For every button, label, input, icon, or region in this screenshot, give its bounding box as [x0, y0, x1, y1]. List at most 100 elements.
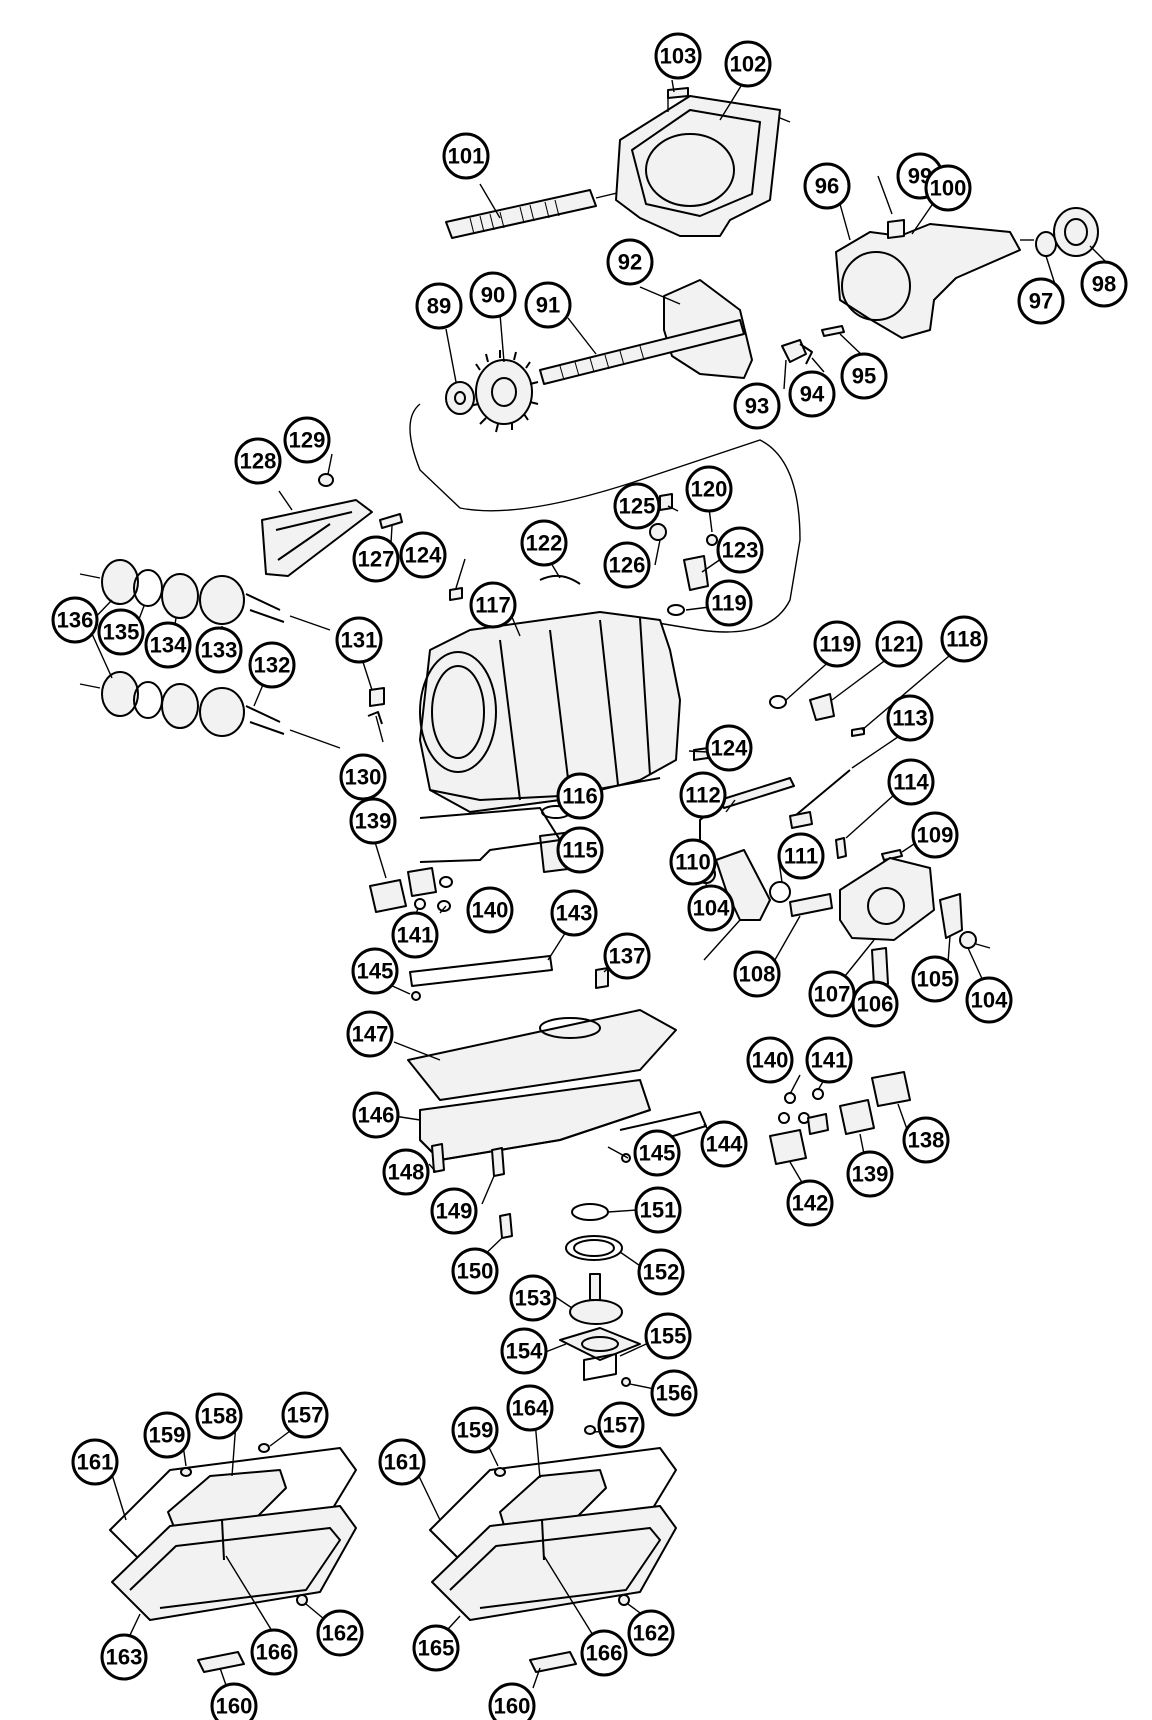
callout-label: 108	[739, 962, 776, 987]
callout-label: 111	[784, 844, 818, 869]
callout-label: 150	[457, 1259, 494, 1284]
seal-98	[1053, 207, 1099, 257]
callout-circle	[940, 615, 988, 663]
callout-circle	[195, 1392, 243, 1440]
callout-120: 120	[685, 465, 733, 513]
callout-label: 166	[256, 1640, 293, 1665]
callout-134: 134	[144, 621, 192, 669]
bracket-144	[619, 1111, 707, 1141]
callout-129: 129	[283, 416, 331, 464]
callout-label: 117	[475, 593, 511, 618]
callout-label: 161	[384, 1450, 421, 1475]
callout-166: 166	[580, 1629, 628, 1677]
callout-circle	[777, 832, 825, 880]
callout-circle	[805, 1036, 853, 1084]
sensor-93	[781, 339, 807, 363]
callout-circle	[875, 620, 923, 668]
lever-105	[939, 893, 963, 939]
pan-163-left	[111, 1505, 357, 1621]
plug-137	[595, 967, 609, 989]
callout-circle	[469, 271, 517, 319]
callout-135: 135	[97, 608, 145, 656]
pin-131	[369, 687, 385, 707]
bolt-103	[667, 87, 689, 99]
callout-circle	[352, 1091, 400, 1139]
callout-label: 139	[355, 809, 392, 834]
callout-circle	[603, 932, 651, 980]
magnet-160-left	[197, 1651, 245, 1673]
callout-label: 128	[240, 449, 277, 474]
callout-circle	[281, 1391, 329, 1439]
callout-90: 90	[469, 271, 517, 319]
callout-label: 125	[619, 494, 656, 519]
callout-circle	[500, 1327, 548, 1375]
callout-102: 102	[724, 40, 772, 88]
callout-117: 117	[469, 581, 517, 629]
callout-circle	[550, 889, 598, 937]
solenoid-142	[769, 1129, 807, 1165]
spring-130	[367, 711, 383, 725]
callout-circle	[351, 947, 399, 995]
callout-109: 109	[911, 811, 959, 859]
callout-163: 163	[100, 1633, 148, 1681]
callout-label: 160	[216, 1694, 253, 1719]
callout-148: 148	[382, 1148, 430, 1196]
plug-162-right	[618, 1594, 630, 1606]
callout-157: 157	[597, 1401, 645, 1449]
seal-151	[571, 1203, 609, 1221]
callout-113: 113	[886, 694, 934, 742]
callout-137: 137	[603, 932, 651, 980]
callout-circle	[669, 838, 717, 886]
clip-157-left	[258, 1443, 270, 1453]
output-shaft-101	[445, 177, 681, 239]
callout-circle	[391, 911, 439, 959]
callout-circle	[606, 238, 654, 286]
callout-166: 166	[250, 1628, 298, 1676]
callout-circle	[1017, 277, 1065, 325]
callout-label: 109	[917, 823, 954, 848]
bracket-143	[409, 955, 553, 987]
plug-124a	[449, 587, 463, 601]
callout-152: 152	[637, 1248, 685, 1296]
callout-circle	[902, 1116, 950, 1164]
callout-142: 142	[786, 1179, 834, 1227]
callout-label: 157	[287, 1403, 324, 1428]
pin-94	[799, 343, 813, 365]
callout-label: 104	[693, 896, 730, 921]
callout-95: 95	[840, 352, 888, 400]
callout-label: 154	[506, 1339, 543, 1364]
callout-circle	[415, 282, 463, 330]
shaft-108	[789, 893, 833, 917]
ring-135a	[133, 569, 163, 607]
callout-123: 123	[716, 526, 764, 574]
callout-circle	[509, 1274, 557, 1322]
callout-label: 123	[722, 538, 759, 563]
callout-146: 146	[352, 1091, 400, 1139]
callout-108: 108	[733, 950, 781, 998]
callout-122: 122	[520, 519, 568, 567]
pan-165-right	[431, 1505, 677, 1621]
callout-103: 103	[654, 32, 702, 80]
sensor-123	[683, 555, 709, 591]
callout-128: 128	[234, 437, 282, 485]
callout-circle	[634, 1186, 682, 1234]
callout-119: 119	[705, 579, 753, 627]
callout-label: 98	[1092, 272, 1116, 297]
bolt-149	[491, 1147, 505, 1177]
callout-132: 132	[248, 641, 296, 689]
callout-92: 92	[606, 238, 654, 286]
callout-label: 146	[358, 1103, 395, 1128]
callout-label: 124	[405, 543, 442, 568]
callout-circle	[352, 535, 400, 583]
callout-144: 144	[700, 1120, 748, 1168]
callout-label: 138	[908, 1128, 945, 1153]
callout-96: 96	[803, 162, 851, 210]
callout-124: 124	[399, 531, 447, 579]
retainer-122	[539, 574, 581, 585]
oring-119a	[667, 604, 685, 616]
callout-162: 162	[627, 1609, 675, 1657]
callout-124: 124	[705, 724, 753, 772]
callout-161: 161	[71, 1438, 119, 1486]
callout-label: 149	[436, 1199, 473, 1224]
callout-circle	[506, 1384, 554, 1432]
